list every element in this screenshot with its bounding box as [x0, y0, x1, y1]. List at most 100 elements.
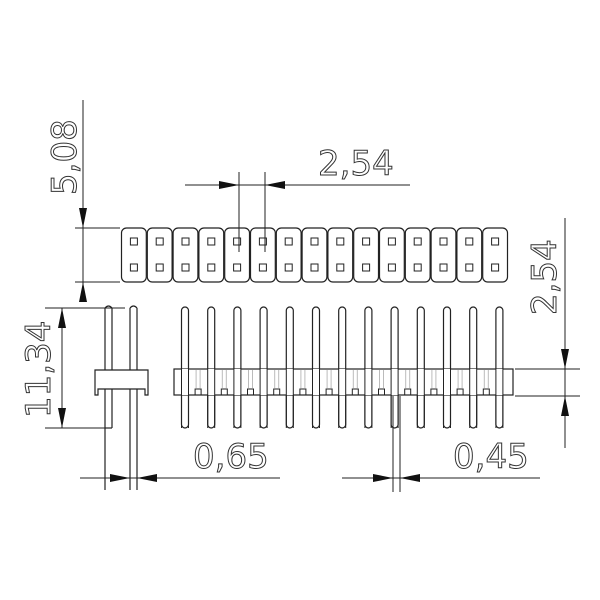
header-cell	[482, 227, 509, 283]
notch	[430, 388, 438, 395]
dimension-header-height: 5,08	[45, 100, 120, 302]
pin-square	[387, 237, 396, 246]
side-view	[94, 305, 149, 490]
pin-square	[129, 263, 138, 272]
pin-mask	[391, 369, 399, 395]
pin-mask	[469, 369, 477, 395]
pin-square	[336, 237, 345, 246]
dim-label-2-54-side: 2,54	[525, 239, 565, 315]
pin-square	[233, 237, 242, 246]
pin-mask	[312, 369, 320, 395]
pin-square	[387, 263, 396, 272]
pin-mask	[207, 369, 215, 395]
dimension-pin-width-side: 0,65	[80, 437, 280, 482]
pin-square	[413, 237, 422, 246]
notch	[220, 388, 228, 395]
pin-square	[439, 263, 448, 272]
notch	[378, 388, 385, 395]
pin-square	[207, 263, 216, 272]
pin-square	[491, 263, 500, 272]
pin-mask	[338, 369, 346, 395]
pin-square	[155, 263, 164, 272]
header-cell	[378, 227, 405, 283]
pin-square	[207, 237, 216, 246]
dim-label-5-08: 5,08	[45, 119, 85, 195]
pin-mask	[181, 369, 189, 395]
notch	[456, 388, 464, 395]
header-cell	[224, 227, 251, 283]
pin-square	[439, 237, 448, 246]
arrow-icon	[219, 181, 239, 189]
pin	[233, 306, 242, 429]
header-cell	[146, 227, 173, 283]
pin-square	[465, 263, 474, 272]
pin	[311, 306, 321, 429]
header-cell	[301, 227, 328, 283]
dimension-pitch-side: 2,54	[515, 218, 580, 448]
notch	[482, 388, 490, 395]
pin-square	[181, 263, 190, 272]
pin	[442, 306, 452, 429]
pin-square	[258, 237, 267, 246]
arrow-icon	[561, 396, 569, 416]
arrow-icon	[79, 282, 87, 302]
pin-mask	[443, 369, 451, 395]
pin-square	[258, 263, 267, 272]
arrow-icon	[373, 474, 393, 482]
pin	[259, 306, 268, 429]
pin-mask	[286, 369, 294, 395]
dim-label-0-45: 0,45	[453, 437, 529, 477]
arrow-icon	[137, 474, 157, 482]
arrow-icon	[400, 474, 420, 482]
header-cell	[275, 227, 302, 283]
pin-square	[310, 237, 319, 246]
pin	[207, 306, 216, 429]
pin-square	[284, 237, 293, 246]
dimension-pitch-top: 2,54	[185, 144, 410, 252]
pin-mask	[233, 369, 241, 395]
pin	[416, 306, 425, 429]
notch	[325, 388, 333, 395]
pin-square	[129, 237, 138, 246]
notch	[194, 388, 202, 395]
pin-square	[336, 263, 345, 272]
top-view	[120, 227, 509, 283]
pin-mask	[495, 369, 503, 395]
arrow-icon	[79, 208, 87, 228]
pin-square	[362, 237, 371, 246]
notch	[299, 388, 307, 395]
pin	[364, 306, 373, 429]
pin-square	[465, 237, 474, 246]
pin-square	[181, 237, 190, 246]
arrow-icon	[561, 349, 569, 369]
pin-square	[310, 263, 319, 272]
pin	[338, 306, 347, 429]
dimension-pin-length: 11,34	[19, 307, 125, 429]
dim-label-2-54-top: 2,54	[318, 144, 394, 184]
pin-mask	[260, 369, 268, 395]
header-cell	[249, 227, 276, 283]
header-cell	[327, 227, 354, 283]
pin-square	[284, 263, 293, 272]
pin	[469, 306, 478, 429]
pin	[180, 306, 190, 429]
arrow-icon	[265, 181, 285, 189]
notch	[273, 388, 281, 395]
header-cell	[430, 227, 457, 283]
dim-label-11-34: 11,34	[19, 321, 59, 418]
pin-square	[155, 237, 164, 246]
pin-mask	[364, 369, 372, 395]
notch	[247, 388, 254, 395]
header-cell	[172, 227, 199, 283]
pin-square	[413, 263, 422, 272]
pin-square	[491, 237, 500, 246]
pin-square	[362, 263, 371, 272]
header-cell	[404, 227, 431, 283]
arrow-icon	[58, 308, 66, 328]
pin-mask	[417, 369, 425, 395]
notch	[404, 388, 412, 395]
notch	[351, 388, 359, 395]
header-cell	[353, 227, 380, 283]
